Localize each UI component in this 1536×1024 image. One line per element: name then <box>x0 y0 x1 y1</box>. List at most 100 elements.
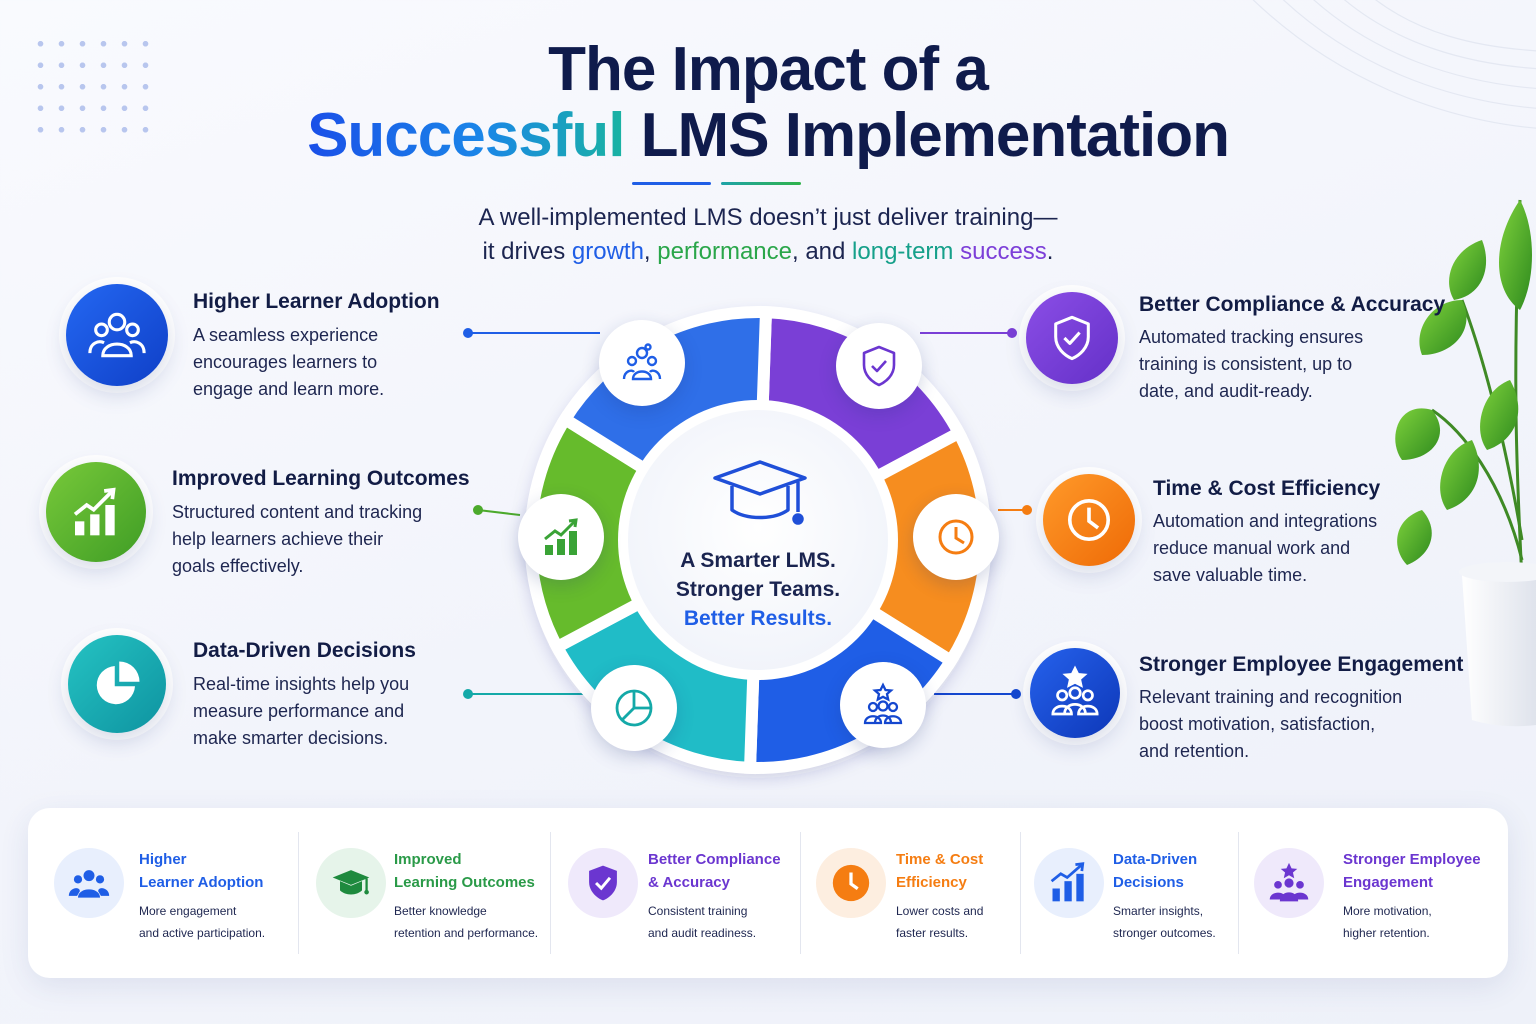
users-icon <box>88 312 146 358</box>
feature-desc-line: Relevant training and recognition <box>1139 687 1403 707</box>
summary-desc: Smarter insights, stronger outcomes. <box>1113 900 1216 944</box>
subtitle-performance: performance <box>657 238 792 265</box>
summary-desc: More motivation, higher retention. <box>1343 900 1432 944</box>
team-star-icon <box>1269 862 1309 902</box>
feature-desc-engagement: Relevant training and recognition boost … <box>1139 684 1402 765</box>
summary-title-line: Learning Outcomes <box>394 874 535 891</box>
feature-title-compliance: Better Compliance & Accuracy <box>1139 293 1446 316</box>
clock-icon <box>1067 498 1111 542</box>
ring-badge-outcomes <box>518 494 604 580</box>
subtitle-sep: , and <box>792 238 853 265</box>
shield-check-icon <box>589 865 617 901</box>
feature-icon-efficiency <box>1043 474 1135 566</box>
feature-desc-line: goals effectively. <box>172 556 304 576</box>
summary-title-line: Improved <box>394 851 462 868</box>
feature-desc-line: make smarter decisions. <box>193 728 389 748</box>
summary-title: Stronger Employee Engagement <box>1343 848 1481 894</box>
summary-desc-line: More engagement <box>139 904 237 918</box>
feature-title-efficiency: Time & Cost Efficiency <box>1153 477 1381 500</box>
title-divider-left <box>632 182 711 185</box>
summary-divider <box>1020 832 1021 954</box>
summary-title-line: & Accuracy <box>648 874 730 891</box>
feature-desc-line: measure performance and <box>193 701 405 721</box>
summary-desc-line: Smarter insights, <box>1113 904 1204 918</box>
clock-icon <box>938 519 974 555</box>
connector-lines <box>463 328 1032 699</box>
ring-badge-decisions <box>591 665 677 751</box>
shield-check-icon <box>862 345 896 387</box>
feature-title-adoption: Higher Learner Adoption <box>193 290 440 313</box>
feature-desc-efficiency: Automation and integrations reduce manua… <box>1153 508 1377 589</box>
summary-title-line: Decisions <box>1113 874 1184 891</box>
summary-desc-line: higher retention. <box>1343 926 1430 940</box>
summary-title-line: Time & Cost <box>896 851 984 868</box>
summary-icon-wrap <box>816 848 886 918</box>
title-highlight: Successful <box>307 101 625 170</box>
feature-icon-adoption <box>66 284 168 386</box>
feature-desc-decisions: Real-time insights help you measure perf… <box>193 671 409 752</box>
summary-icon-wrap <box>1034 848 1104 918</box>
feature-title-outcomes: Improved Learning Outcomes <box>172 467 470 490</box>
summary-item-adoption: Higher Learner Adoption More engagement … <box>28 808 298 978</box>
feature-desc-line: reduce manual work and <box>1153 538 1351 558</box>
team-star-icon <box>863 682 903 725</box>
dot-grid-decoration <box>30 33 150 133</box>
feature-desc-line: Automation and integrations <box>1153 511 1378 531</box>
team-star-icon <box>1051 665 1099 716</box>
ring-badge-adoption <box>599 320 685 406</box>
summary-title-line: Better Compliance <box>648 851 781 868</box>
subtitle-growth: growth <box>571 238 644 265</box>
subtitle-long-term: long-term <box>852 238 954 265</box>
summary-divider <box>1238 832 1239 954</box>
pie-chart-icon <box>615 689 653 727</box>
feature-icon-outcomes <box>46 462 146 562</box>
feature-icon-decisions <box>68 635 166 733</box>
summary-title: Data-Driven Decisions <box>1113 848 1197 894</box>
page-title-line-1: The Impact of a <box>548 35 989 104</box>
shield-check-icon <box>1054 315 1090 361</box>
summary-title-line: Engagement <box>1343 874 1434 891</box>
feature-icon-compliance <box>1026 292 1118 384</box>
pie-chart-icon <box>96 661 140 705</box>
summary-desc: More engagement and active participation… <box>139 900 265 944</box>
summary-item-efficiency: Time & Cost Efficiency Lower costs and f… <box>800 808 1020 978</box>
feature-desc-line: date, and audit-ready. <box>1139 381 1313 401</box>
summary-title-line: Stronger Employee <box>1343 851 1481 868</box>
summary-icon-wrap <box>316 848 386 918</box>
summary-item-compliance: Better Compliance & Accuracy Consistent … <box>550 808 800 978</box>
feature-desc-line: boost motivation, satisfaction, <box>1139 714 1376 734</box>
bar-chart-icon <box>1050 862 1085 902</box>
summary-item-outcomes: Improved Learning Outcomes Better knowle… <box>298 808 550 978</box>
summary-title-line: Learner Adoption <box>139 874 264 891</box>
summary-title-line: Higher <box>139 851 187 868</box>
summary-desc: Lower costs and faster results. <box>896 900 983 944</box>
feature-desc-line: engage and learn more. <box>193 379 385 399</box>
summary-item-decisions: Data-Driven Decisions Smarter insights, … <box>1020 808 1238 978</box>
feature-desc-outcomes: Structured content and tracking help lea… <box>172 499 422 580</box>
feature-desc-line: Structured content and tracking <box>172 502 423 522</box>
subtitle-end: . <box>1046 238 1054 265</box>
users-icon <box>622 343 662 381</box>
feature-desc-line: encourages learners to <box>193 352 378 372</box>
center-line-2: Stronger Teams. <box>675 578 841 601</box>
summary-desc-line: and active participation. <box>139 926 266 940</box>
clock-icon <box>832 864 870 902</box>
ring-badge-efficiency <box>913 494 999 580</box>
subtitle-line-2: it drives growth, performance, and long-… <box>0 235 1536 269</box>
title-rest: LMS Implementation <box>624 101 1230 170</box>
subtitle-sep: , <box>643 238 658 265</box>
summary-desc-line: stronger outcomes. <box>1113 926 1216 940</box>
feature-desc-compliance: Automated tracking ensures training is c… <box>1139 324 1363 405</box>
summary-divider <box>298 832 299 954</box>
subtitle-success: success <box>960 238 1047 265</box>
summary-title-line: Data-Driven <box>1113 851 1198 868</box>
plant-decoration <box>1395 199 1536 727</box>
feature-icon-engagement <box>1030 648 1120 738</box>
feature-desc-adoption: A seamless experience encourages learner… <box>193 322 384 403</box>
summary-title: Higher Learner Adoption <box>139 848 263 894</box>
summary-desc: Better knowledge retention and performan… <box>394 900 538 944</box>
center-line-1: A Smarter LMS. <box>680 549 836 572</box>
feature-desc-line: help learners achieve their <box>172 529 384 549</box>
summary-desc-line: retention and performance. <box>394 926 539 940</box>
growth-chart-icon <box>73 487 116 536</box>
